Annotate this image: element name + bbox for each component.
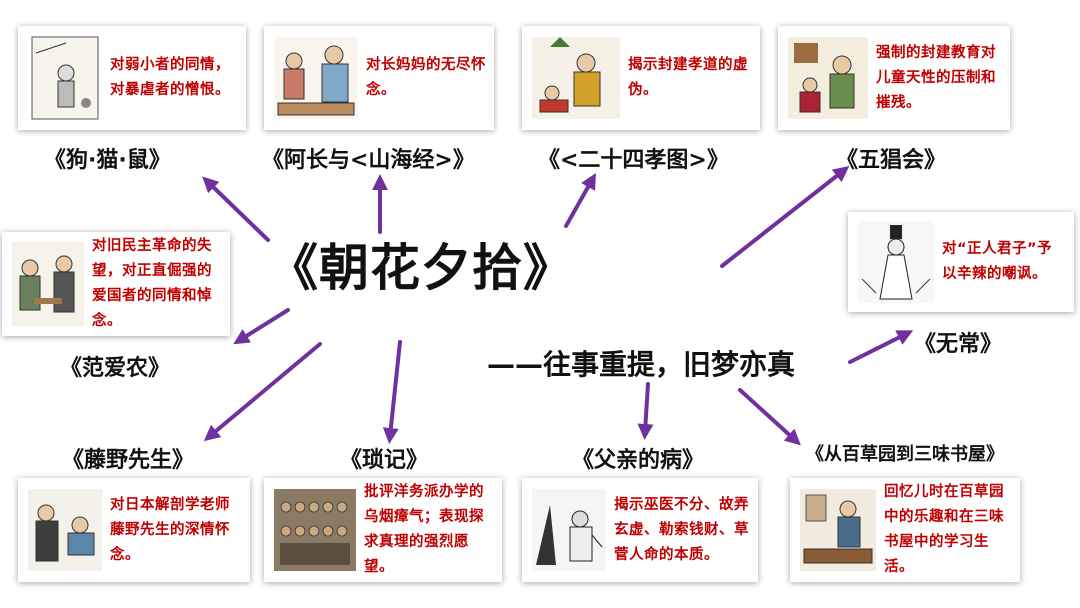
arrow-to-suoji [382, 340, 402, 444]
node-title-suoji: 《琐记》 [340, 448, 429, 473]
node-card-ershisi-xiao: 揭示封建孝道的虚伪。 [522, 26, 760, 130]
node-desc: 对弱小者的同情，对暴虐者的憎恨。 [110, 57, 230, 98]
arrow-to-baicao [738, 388, 801, 446]
node-title-fuqin: 《父亲的病》 [572, 448, 705, 473]
illustration-icon [28, 489, 102, 571]
node-desc: 对长妈妈的无尽怀念。 [366, 57, 486, 98]
illustration-icon [274, 37, 358, 119]
node-card-baicao: 回忆儿时在百草园中的乐趣和在三味书屋中的学习生活。 [790, 478, 1020, 582]
node-desc: 对旧民主革命的失望，对正直倔强的爱国者的同情和悼念。 [92, 238, 212, 329]
node-desc: 揭示封建孝道的虚伪。 [628, 57, 748, 98]
node-title-tengye: 《藤野先生》 [62, 448, 195, 473]
node-title-fan-ainong: 《范爱农》 [60, 356, 171, 381]
illustration-icon [800, 489, 876, 571]
arrow-to-gou-mao-shu [202, 176, 270, 242]
node-card-tengye: 对日本解剖学老师藤野先生的深情怀念。 [18, 478, 250, 582]
illustration-icon [788, 37, 868, 119]
node-title-gou-mao-shu: 《狗·猫·鼠》 [44, 148, 171, 173]
illustration-icon [532, 489, 606, 571]
node-card-a-chang: 对长妈妈的无尽怀念。 [264, 26, 494, 130]
arrow-to-wuchang-hui [720, 166, 850, 268]
node-desc: 揭示巫医不分、故弄玄虚、勒索钱财、草菅人命的本质。 [614, 496, 749, 563]
node-card-suoji: 批评洋务派办学的乌烟瘴气；表现探求真理的强烈愿望。 [264, 478, 502, 582]
node-desc: 回忆儿时在百草园中的乐趣和在三味书屋中的学习生活。 [884, 484, 1004, 575]
illustration-icon [858, 221, 934, 303]
node-title-wuchang: 《无常》 [914, 332, 1003, 357]
node-title-ershisi-xiao: 《<二十四孝图>》 [538, 148, 729, 173]
arrow-to-fan-ainong [233, 308, 290, 345]
node-card-wuchang-hui: 强制的封建教育对儿童天性的压制和摧残。 [778, 26, 1010, 130]
node-title-baicao: 《从百草园到三味书屋》 [806, 444, 1004, 465]
node-desc: 对日本解剖学老师藤野先生的深情怀念。 [110, 496, 230, 563]
node-title-a-chang: 《阿长与<山海经>》 [262, 148, 475, 173]
illustration-icon [12, 242, 84, 326]
node-card-fuqin: 揭示巫医不分、故弄玄虚、勒索钱财、草菅人命的本质。 [522, 478, 758, 582]
arrow-to-ershisi-xiao [564, 173, 596, 228]
node-title-wuchang-hui: 《五猖会》 [836, 148, 947, 173]
node-desc: 批评洋务派办学的乌烟瘴气；表现探求真理的强烈愿望。 [364, 484, 484, 575]
arrow-to-fuqin [637, 382, 654, 440]
illustration-icon [31, 36, 99, 120]
node-desc: 强制的封建教育对儿童天性的压制和摧残。 [876, 44, 996, 111]
arrow-to-tengye [203, 342, 322, 442]
illustration-icon [532, 37, 620, 119]
node-desc: 对“正人君子”予以辛辣的嘲讽。 [942, 241, 1053, 282]
illustration-icon [274, 489, 356, 571]
node-card-gou-mao-shu: 对弱小者的同情，对暴虐者的憎恨。 [18, 26, 246, 130]
node-card-fan-ainong: 对旧民主革命的失望，对正直倔强的爱国者的同情和悼念。 [2, 232, 230, 336]
arrow-to-wuchang [848, 330, 914, 364]
node-card-wuchang: 对“正人君子”予以辛辣的嘲讽。 [848, 212, 1074, 312]
center-title: 《朝花夕拾》 [268, 239, 574, 297]
center-subtitle: ——往事重提，旧梦亦真 [487, 348, 796, 381]
